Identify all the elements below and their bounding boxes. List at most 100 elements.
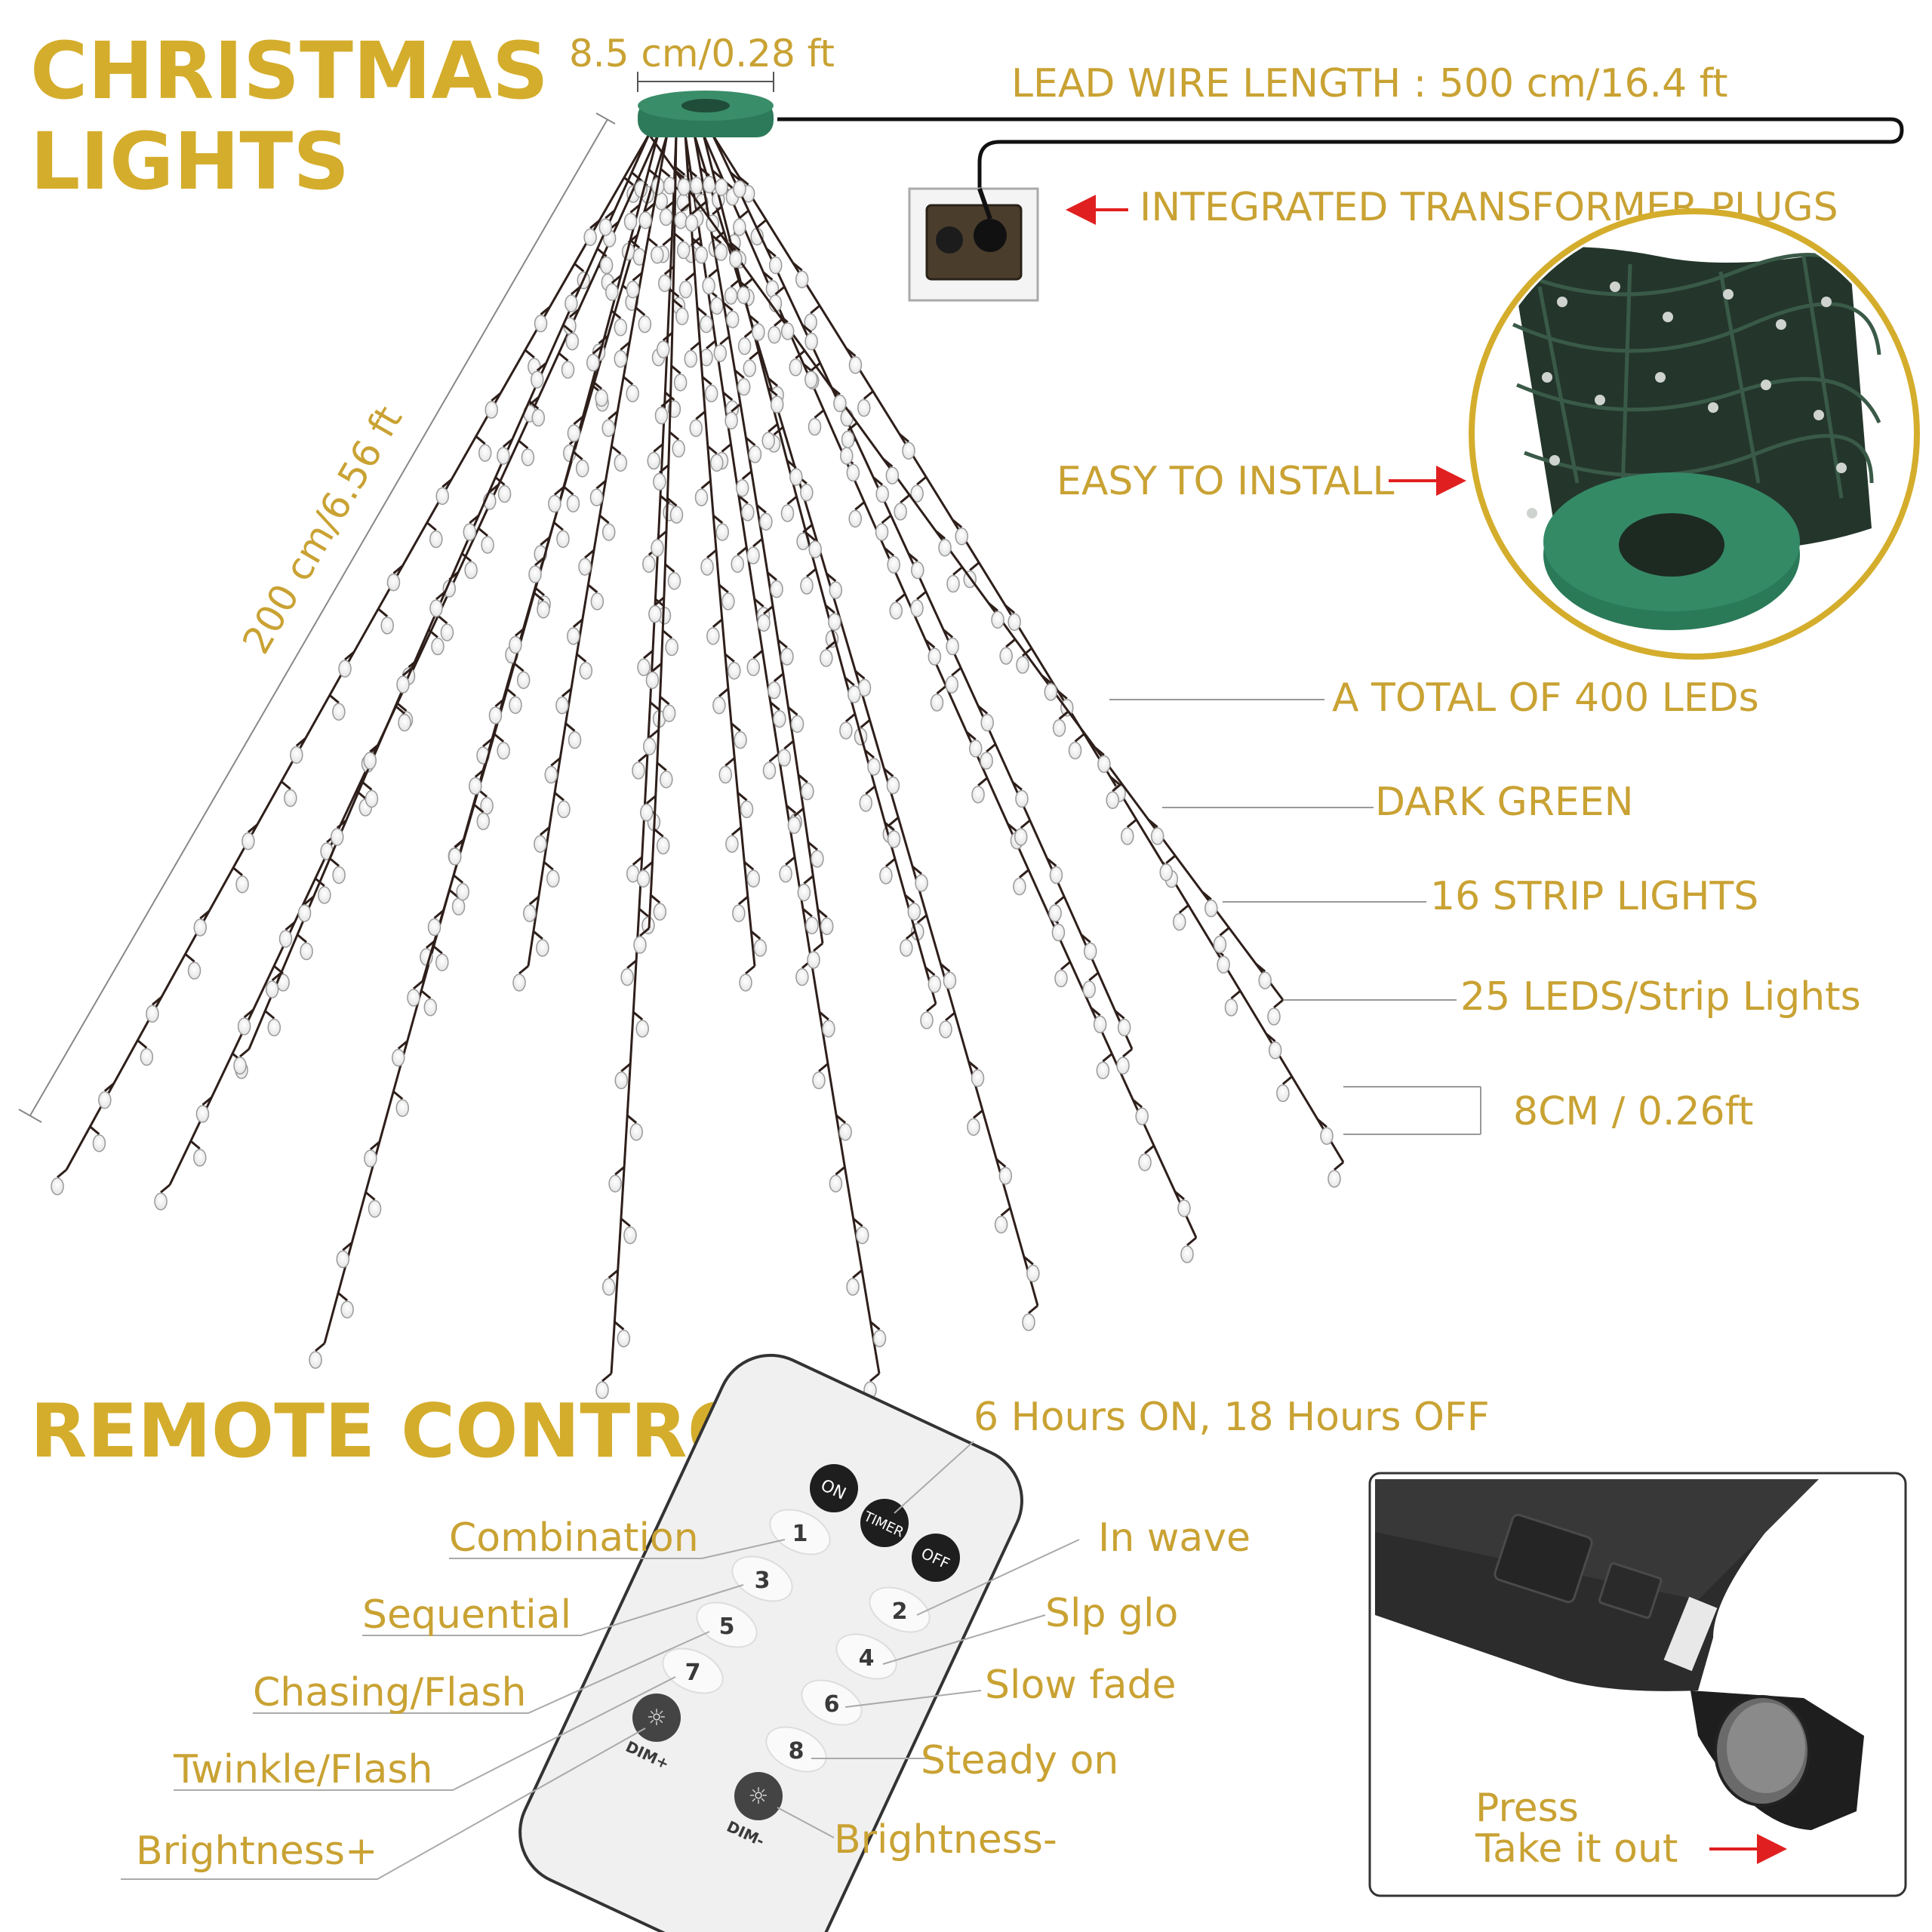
- led-bulb: [967, 1118, 980, 1137]
- button-6[interactable]: 6: [795, 1672, 869, 1734]
- bulb-stem: [854, 501, 866, 511]
- bulb-stem: [596, 248, 608, 257]
- bulb-stem: [701, 376, 712, 386]
- led-bulb: [740, 800, 754, 819]
- led-bulb: [488, 706, 503, 724]
- led-bulb: [575, 460, 589, 478]
- led-bulb: [586, 353, 600, 372]
- svg-text:7: 7: [685, 1660, 701, 1686]
- led-bulb: [846, 463, 860, 482]
- led-bulb: [544, 765, 558, 784]
- bulb-stem: [750, 930, 761, 940]
- led-bulb: [1015, 789, 1029, 808]
- bulb-stem: [912, 865, 923, 875]
- bulb-stem: [365, 1191, 376, 1201]
- led-bulb: [724, 411, 738, 430]
- led-bulb: [608, 1174, 622, 1193]
- led-bulb: [396, 675, 410, 694]
- bulb-stem: [518, 964, 529, 975]
- bulb-stem: [752, 537, 763, 548]
- bulb-stem: [749, 350, 760, 361]
- bulb-stem: [1022, 647, 1032, 657]
- led-bulb: [1117, 1018, 1131, 1037]
- led-bulb: [368, 1200, 382, 1218]
- bulb-stem: [738, 209, 749, 220]
- led-bulb: [601, 419, 615, 438]
- led-bulb: [811, 850, 824, 868]
- svg-text:6: 6: [824, 1691, 840, 1718]
- led-bulb: [1121, 827, 1134, 845]
- button-8[interactable]: 8: [759, 1718, 833, 1781]
- bulb-stem: [905, 930, 916, 940]
- led-bulb: [1068, 741, 1082, 760]
- button-4[interactable]: 4: [829, 1626, 903, 1688]
- led-bulb: [548, 494, 561, 513]
- remote-callouts-right: [777, 1441, 1080, 1838]
- bulb-stem: [1057, 690, 1068, 700]
- bulb-stem: [1012, 781, 1023, 791]
- bulb-stem: [899, 433, 909, 443]
- led-bulb: [780, 322, 795, 340]
- led-bulb: [642, 555, 656, 574]
- bulb-stem: [737, 546, 748, 556]
- bulb-stem: [635, 306, 646, 316]
- led-bulb: [647, 451, 660, 470]
- button-7[interactable]: 7: [656, 1640, 730, 1703]
- led-bulb: [715, 523, 729, 541]
- bulb-stem: [765, 248, 777, 257]
- led-bulb: [1159, 863, 1173, 881]
- bulb-stem: [648, 168, 659, 178]
- led-bulb: [805, 916, 819, 934]
- bulb-stem: [1165, 854, 1177, 864]
- bulb-stem: [461, 552, 472, 562]
- bulb-stem: [629, 204, 641, 214]
- led-bulb: [429, 599, 443, 617]
- led-bulb: [804, 332, 818, 351]
- led-bulb: [336, 1250, 350, 1269]
- bulb-stem: [793, 808, 804, 817]
- bulb-stem: [769, 701, 780, 711]
- bulb-stem: [558, 352, 569, 362]
- led-bulb: [676, 241, 691, 260]
- led-bulb: [665, 638, 678, 657]
- bulb-stem: [1174, 1190, 1185, 1201]
- bulb-stem: [1023, 1256, 1034, 1266]
- led-bulb: [777, 749, 791, 767]
- bulb-stem: [1005, 638, 1017, 648]
- button-3[interactable]: 3: [725, 1548, 799, 1611]
- off-button[interactable]: OFF: [912, 1534, 960, 1582]
- light-strands: [51, 134, 1345, 1399]
- bulb-stem: [550, 757, 561, 767]
- bulb-stem: [653, 443, 664, 453]
- led-bulb: [872, 1329, 887, 1348]
- button-5[interactable]: 5: [690, 1594, 764, 1657]
- led-bulb: [651, 246, 664, 264]
- led-bulb: [710, 454, 724, 472]
- bulb-stem: [662, 629, 673, 639]
- bulb-stem: [666, 497, 678, 507]
- bulb-stem: [786, 459, 797, 469]
- button-1[interactable]: 1: [763, 1501, 837, 1564]
- button-2[interactable]: 2: [863, 1579, 937, 1641]
- led-bulb: [795, 968, 809, 986]
- led-bulb: [1135, 1107, 1149, 1125]
- bulb-stem: [1007, 823, 1018, 832]
- bulb-stem: [895, 593, 906, 603]
- remote-title: REMOTE CONTROL: [30, 1389, 797, 1475]
- bulb-stem: [232, 866, 243, 876]
- bulb-stem: [869, 1321, 881, 1331]
- bulb-stem: [730, 242, 741, 252]
- bulb-stem: [884, 547, 895, 557]
- led-bulb: [605, 283, 619, 301]
- on-button[interactable]: ON: [810, 1464, 858, 1512]
- led-bulb: [761, 432, 775, 450]
- led-bulb: [787, 816, 801, 835]
- led-bulb: [955, 528, 968, 546]
- bulb-stem: [647, 237, 658, 247]
- led-bulb: [768, 256, 783, 275]
- bulb-stem: [475, 435, 486, 445]
- led-bulb: [812, 1071, 826, 1090]
- led-bulb: [632, 761, 645, 780]
- bulb-stem: [1186, 1236, 1197, 1247]
- led-bulb: [451, 897, 466, 915]
